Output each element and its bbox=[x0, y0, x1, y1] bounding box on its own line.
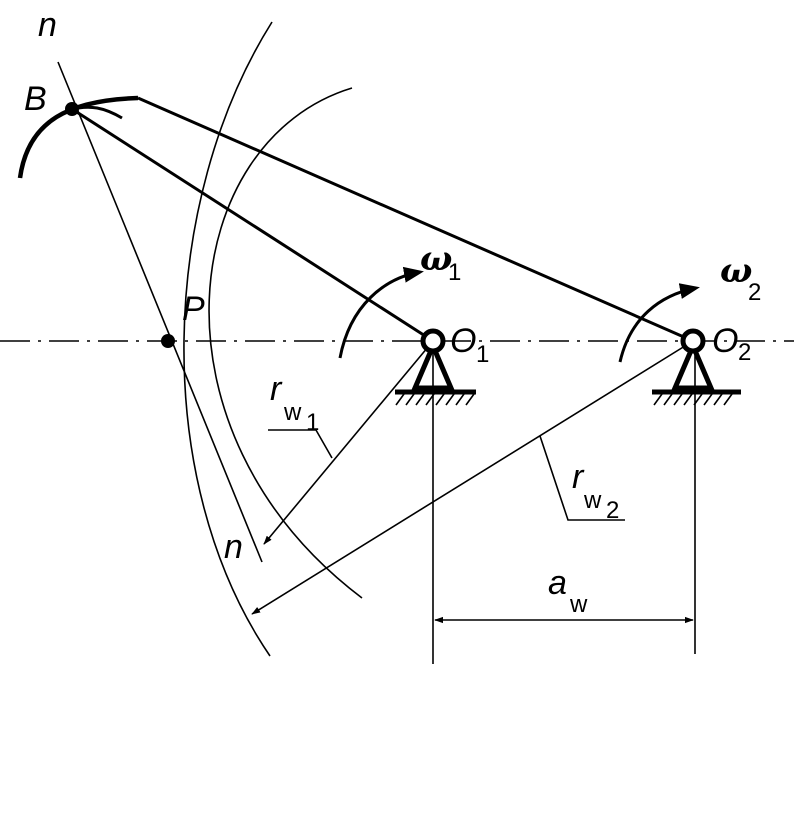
omega1-rotation-arrow bbox=[338, 266, 424, 359]
pivot-support-o2 bbox=[652, 328, 741, 406]
label-aw-sub: w bbox=[569, 591, 588, 618]
label-rw2-r: r bbox=[572, 458, 585, 496]
label-o2: O bbox=[712, 322, 738, 360]
pitch-circle-1-arc bbox=[208, 87, 363, 599]
label-n-bottom: n bbox=[224, 528, 243, 566]
label-omega2-sub: 2 bbox=[748, 279, 761, 306]
line-of-action-n-n bbox=[57, 61, 263, 563]
label-b: B bbox=[24, 80, 47, 118]
rw2-leader bbox=[539, 435, 625, 521]
coupler-profile-arc bbox=[17, 95, 139, 179]
label-omega1: ω bbox=[420, 239, 452, 279]
pivot-support-o1 bbox=[395, 328, 476, 406]
label-n-top: n bbox=[38, 6, 57, 44]
pitch-circle-2-arc bbox=[183, 21, 273, 657]
point-p-dot bbox=[161, 334, 175, 348]
label-p: P bbox=[182, 290, 205, 328]
label-o2-sub: 2 bbox=[738, 339, 751, 366]
label-rw1-r: r bbox=[270, 370, 283, 408]
label-rw2-sub: 2 bbox=[606, 497, 619, 524]
label-o1: O bbox=[450, 322, 476, 360]
label-omega2: ω bbox=[720, 251, 752, 291]
label-rw1-w: w bbox=[283, 399, 302, 426]
link-b-o2 bbox=[137, 96, 694, 343]
rw1-leader bbox=[268, 429, 333, 459]
radius-rw2-line bbox=[251, 340, 694, 615]
label-aw-a: a bbox=[548, 564, 567, 602]
label-omega1-sub: 1 bbox=[448, 259, 461, 286]
label-rw2-w: w bbox=[583, 487, 602, 514]
label-o1-sub: 1 bbox=[476, 341, 489, 368]
omega2-rotation-arrow bbox=[618, 283, 700, 363]
radius-rw1-line bbox=[263, 340, 434, 545]
label-rw1-sub: 1 bbox=[306, 409, 319, 436]
point-b-dot bbox=[65, 102, 79, 116]
link-b-o1 bbox=[71, 107, 434, 343]
